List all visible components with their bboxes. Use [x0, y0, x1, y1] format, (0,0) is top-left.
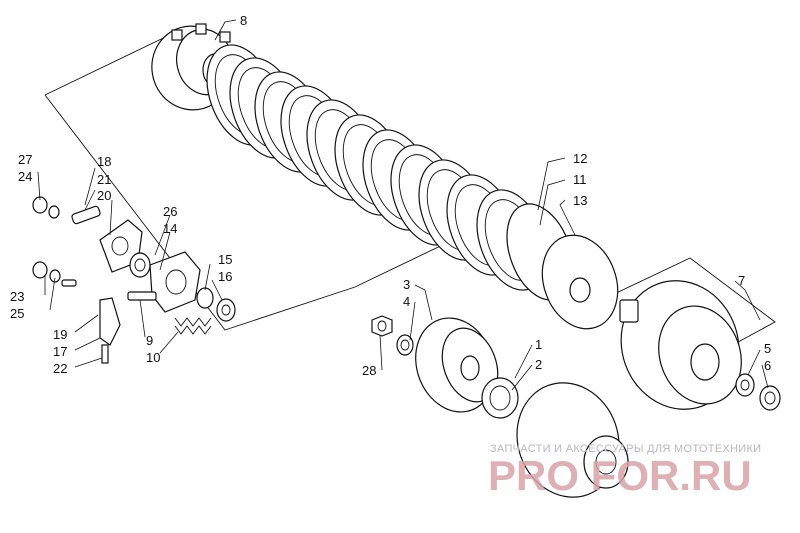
- hub-washer: [396, 334, 414, 356]
- callout-14: 14: [163, 221, 177, 236]
- callout-9: 9: [146, 333, 153, 348]
- watermark-tagline: ЗАПЧАСТИ И АКСЕССУАРЫ ДЛЯ МОТОТЕХНИКИ: [490, 443, 761, 455]
- callout-25: 25: [10, 306, 24, 321]
- callout-2: 2: [535, 357, 542, 372]
- backing-disc: [541, 234, 619, 330]
- callout-19: 19: [53, 327, 67, 342]
- callout-20: 20: [97, 188, 111, 203]
- coil-spring: [174, 317, 212, 335]
- clutch-plate-stack: [206, 44, 574, 301]
- release-bearing: [129, 252, 151, 278]
- release-washer: [196, 287, 236, 322]
- callout-27: 27: [18, 152, 32, 167]
- housing-seal: [759, 385, 781, 411]
- watermark-brand: PRO FOR.RU: [488, 452, 752, 499]
- spring-bolt: [127, 291, 157, 301]
- callout-13: 13: [573, 193, 587, 208]
- cap-nut-small: [32, 196, 60, 219]
- cap-nut-lower: [32, 261, 77, 287]
- callout-10: 10: [146, 350, 160, 365]
- housing-washer: [735, 373, 755, 397]
- callout-1: 1: [535, 337, 542, 352]
- callout-7: 7: [738, 273, 745, 288]
- callout-16: 16: [218, 269, 232, 284]
- adjuster-arm: [99, 297, 121, 364]
- clutch-housing: [619, 280, 742, 410]
- callout-6: 6: [764, 358, 771, 373]
- callout-23: 23: [10, 289, 24, 304]
- callout-3: 3: [403, 277, 410, 292]
- right-frame: [609, 257, 776, 361]
- callout-12: 12: [573, 151, 587, 166]
- callout-11: 11: [573, 172, 587, 187]
- callout-28: 28: [362, 363, 376, 378]
- callout-4: 4: [403, 294, 410, 309]
- leader-lines: [37, 19, 769, 391]
- callout-26: 26: [163, 204, 177, 219]
- callout-22: 22: [53, 361, 67, 376]
- clutch-hub: [415, 317, 499, 413]
- callout-5: 5: [764, 341, 771, 356]
- callout-8: 8: [240, 13, 247, 28]
- callout-15: 15: [218, 252, 232, 267]
- lever-pin: [71, 205, 101, 225]
- release-plate: [149, 251, 201, 313]
- hub-nut: [371, 315, 393, 337]
- callout-24: 24: [18, 169, 32, 184]
- callout-17: 17: [53, 344, 67, 359]
- needle-bearing: [481, 377, 519, 419]
- callout-21: 21: [97, 172, 111, 187]
- callout-18: 18: [97, 154, 111, 169]
- primary-gear: [516, 382, 629, 498]
